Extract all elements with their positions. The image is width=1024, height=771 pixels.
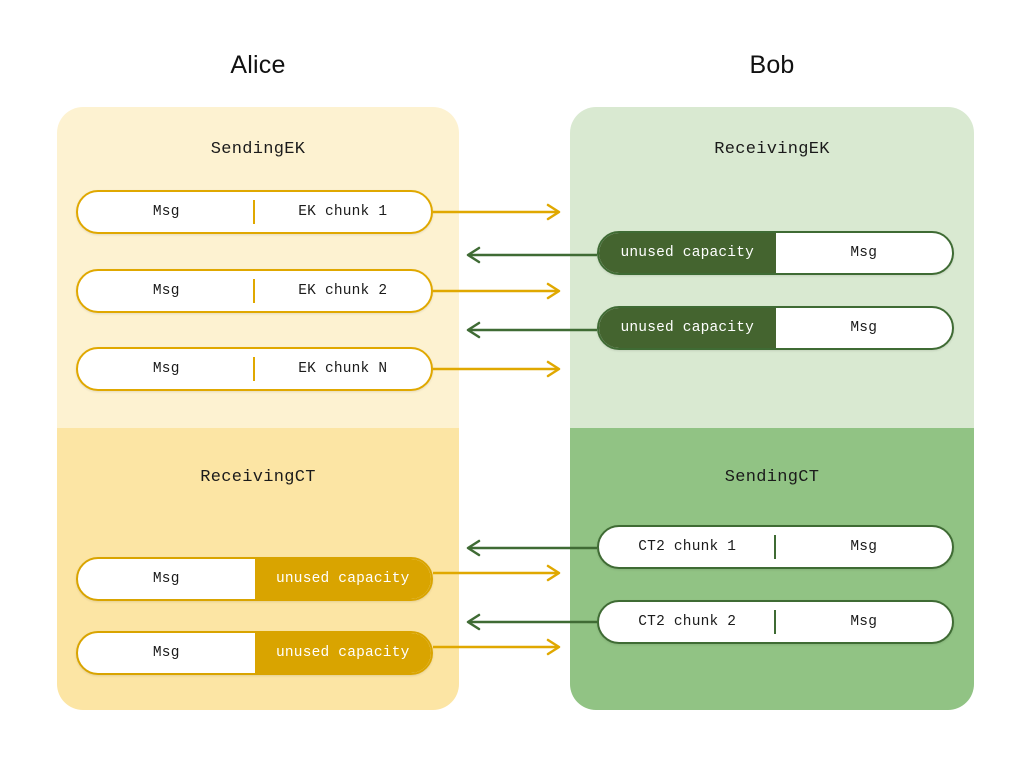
arrow-bob-to-alice-ek-2	[462, 320, 602, 340]
pill-alice-receiving-ct-2: Msg unused capacity	[76, 631, 433, 675]
pill-alice-receiving-ct-1: Msg unused capacity	[76, 557, 433, 601]
arrow-alice-to-bob-ek-1	[433, 202, 565, 222]
party-title-bob: Bob	[749, 51, 795, 79]
pill-bob-sending-ct-2: CT2 chunk 2 Msg	[597, 600, 954, 644]
arrow-alice-to-bob-ek-2	[433, 281, 565, 301]
arrow-alice-to-bob-ek-3	[433, 359, 565, 379]
pill-segment-unused-capacity: unused capacity	[254, 633, 431, 673]
pill-segment-ct-chunk: CT2 chunk 2	[599, 602, 776, 642]
pill-segment-unused-capacity: unused capacity	[599, 308, 776, 348]
section-title-receiving-ek: ReceivingEK	[714, 140, 830, 159]
pill-segment-msg: Msg	[152, 645, 180, 661]
arrow-bob-to-alice-ek-1	[462, 245, 602, 265]
bob-sending-ct-region	[570, 428, 974, 710]
arrow-alice-to-bob-ct-1	[433, 563, 565, 583]
party-title-alice: Alice	[230, 51, 286, 79]
section-title-sending-ct: SendingCT	[724, 468, 820, 487]
pill-segment-msg: Msg	[78, 349, 255, 389]
pill-segment-msg: Msg	[850, 320, 878, 336]
pill-segment-ek-chunk: EK chunk 2	[298, 283, 388, 299]
section-title-receiving-ct: ReceivingCT	[200, 468, 316, 487]
pill-segment-ek-chunk: EK chunk 1	[298, 204, 388, 220]
pill-segment-msg: Msg	[152, 571, 180, 587]
pill-alice-sending-ek-2: Msg EK chunk 2	[76, 269, 433, 313]
pill-segment-msg: Msg	[850, 614, 878, 630]
pill-segment-unused-capacity: unused capacity	[599, 233, 776, 273]
arrow-alice-to-bob-ct-2	[433, 637, 565, 657]
pill-bob-receiving-ek-1: unused capacity Msg	[597, 231, 954, 275]
arrow-bob-to-alice-ct-1	[462, 538, 602, 558]
pill-bob-sending-ct-1: CT2 chunk 1 Msg	[597, 525, 954, 569]
pill-bob-receiving-ek-2: unused capacity Msg	[597, 306, 954, 350]
pill-segment-msg: Msg	[78, 192, 255, 232]
arrow-bob-to-alice-ct-2	[462, 612, 602, 632]
pill-segment-ek-chunk: EK chunk N	[298, 361, 388, 377]
pill-segment-unused-capacity: unused capacity	[254, 559, 431, 599]
pill-alice-sending-ek-1: Msg EK chunk 1	[76, 190, 433, 234]
pill-segment-ct-chunk: CT2 chunk 1	[599, 527, 776, 567]
pill-segment-msg: Msg	[78, 271, 255, 311]
pill-alice-sending-ek-3: Msg EK chunk N	[76, 347, 433, 391]
pill-segment-msg: Msg	[850, 539, 878, 555]
section-title-sending-ek: SendingEK	[210, 140, 306, 159]
pill-segment-msg: Msg	[850, 245, 878, 261]
